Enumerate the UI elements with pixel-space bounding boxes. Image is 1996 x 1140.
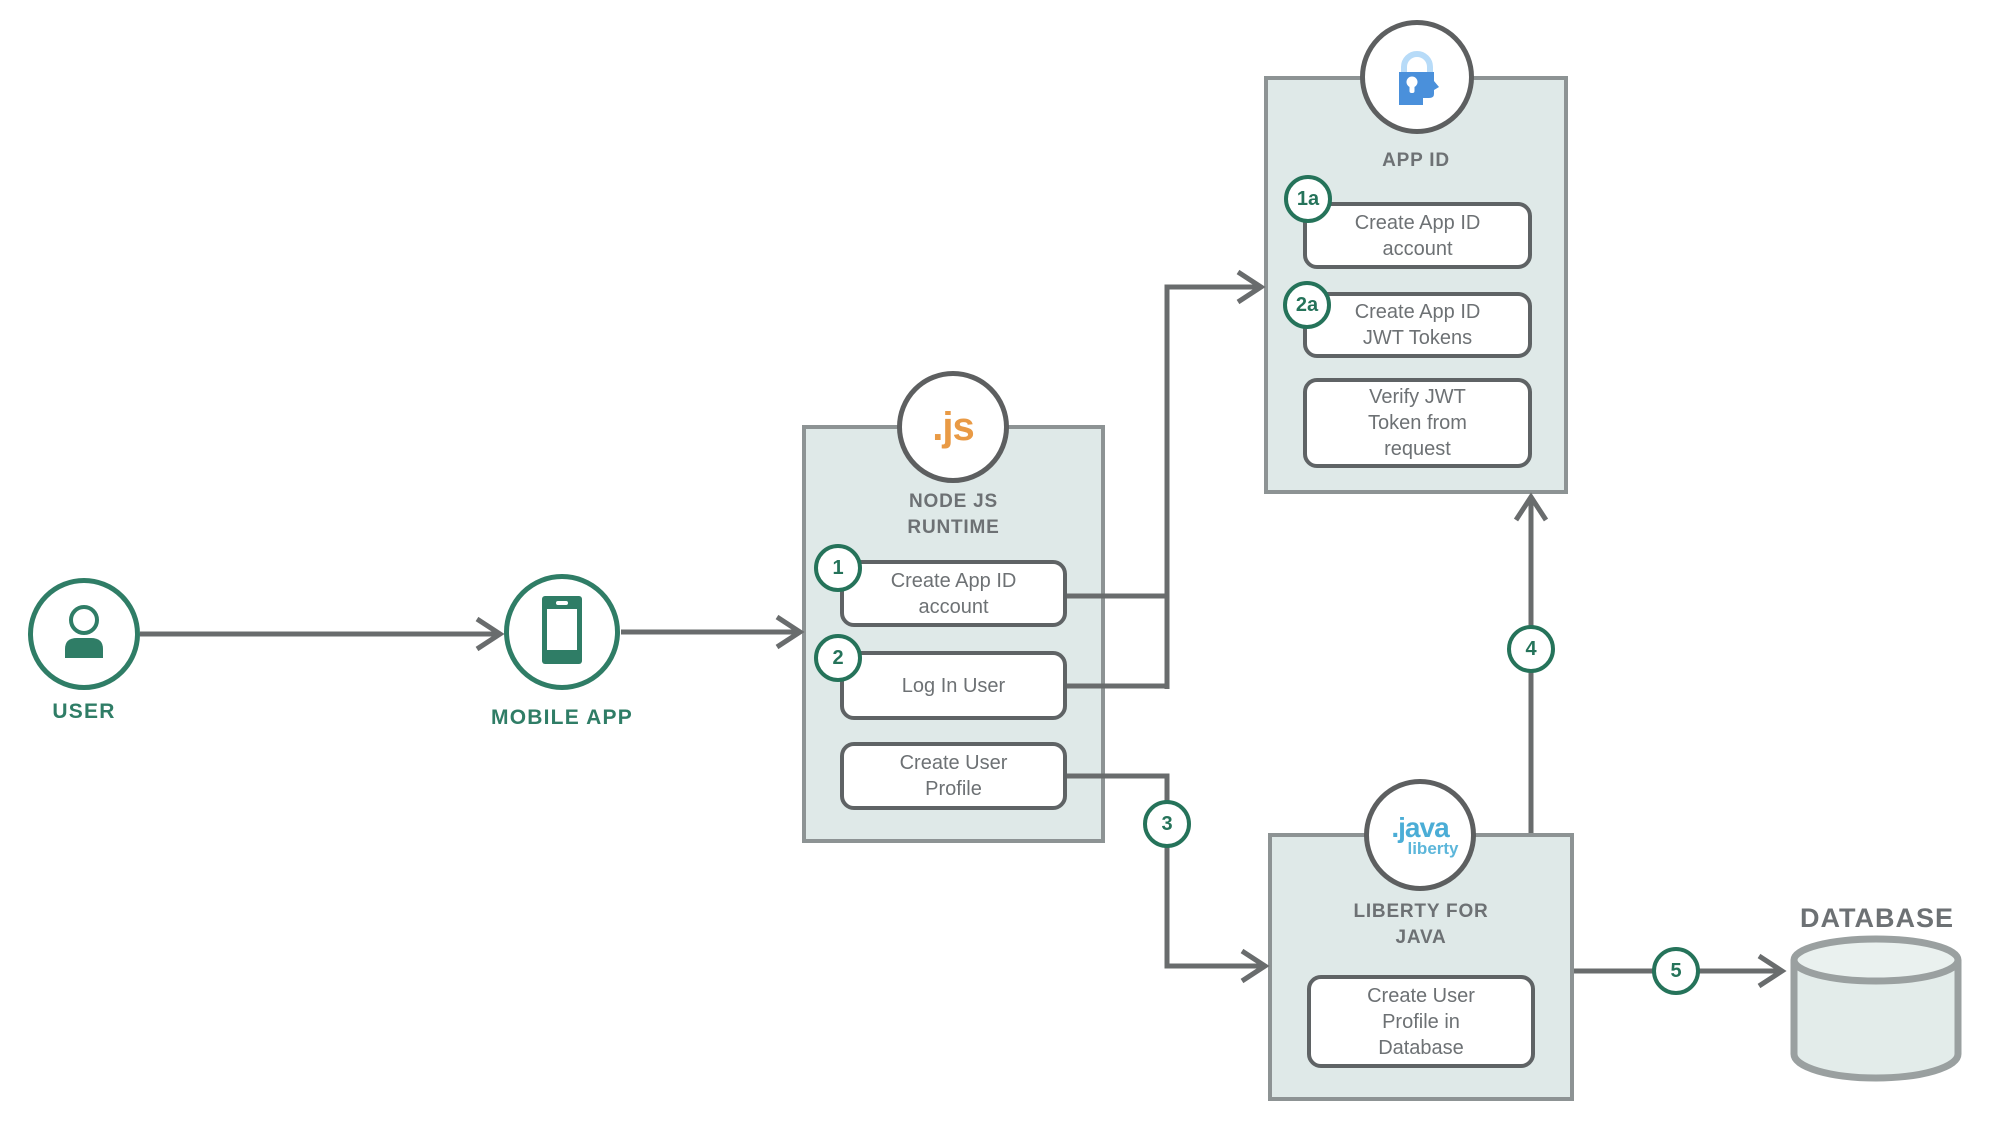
step-create-appid-account: Create App ID account — [840, 560, 1067, 627]
flow-badge-4: 4 — [1507, 625, 1555, 673]
arrowhead-into-appid-bottom — [1513, 492, 1549, 522]
mobile-app-label: MOBILE APP — [491, 706, 633, 729]
user-label: USER — [52, 700, 116, 723]
step-log-in-user: Log In User — [840, 651, 1067, 720]
person-icon — [48, 596, 120, 673]
arrowhead-into-appid-left — [1236, 269, 1266, 305]
appid-logo-circle — [1360, 20, 1474, 134]
flow-badge-3: 3 — [1143, 800, 1191, 848]
step-badge-1a: 1a — [1284, 175, 1332, 223]
step-verify-jwt-token: Verify JWT Token from request — [1303, 378, 1532, 468]
app-id-title: APP ID — [1382, 150, 1450, 171]
step-appid-jwt-tokens: Create App ID JWT Tokens — [1303, 292, 1532, 358]
appid-lock-head-icon — [1385, 43, 1449, 112]
step-create-user-profile: Create User Profile — [840, 742, 1067, 810]
arrowhead-into-liberty — [1240, 948, 1270, 984]
wire-merge-to-appid — [1164, 284, 1260, 689]
user-node — [28, 578, 140, 690]
step-badge-2: 2 — [814, 634, 862, 682]
arrowhead-into-nodejs — [775, 614, 805, 650]
step-appid-create-account: Create App ID account — [1303, 202, 1532, 269]
java-liberty-logo-main: .java — [1391, 811, 1449, 843]
smartphone-icon — [541, 595, 583, 670]
step-badge-2a: 2a — [1283, 281, 1331, 329]
java-liberty-logo-sub: liberty — [1407, 838, 1459, 858]
step-create-profile-db: Create User Profile in Database — [1307, 975, 1535, 1068]
arrowhead-into-database — [1757, 953, 1787, 989]
step-badge-1: 1 — [814, 544, 862, 592]
nodejs-runtime-title: NODE JS RUNTIME — [907, 491, 1000, 538]
nodejs-js-logo: .js — [932, 404, 974, 449]
java-liberty-logo: .java liberty — [1381, 811, 1459, 858]
flow-badge-5: 5 — [1652, 947, 1700, 995]
wire-step3-to-liberty — [1067, 773, 1264, 969]
liberty-title: LIBERTY FOR JAVA — [1353, 901, 1489, 948]
nodejs-logo-circle: .js — [897, 371, 1009, 483]
arrowhead-into-mobile — [475, 616, 505, 652]
database-cylinder-icon — [1788, 932, 1964, 1089]
liberty-logo-circle: .java liberty — [1364, 779, 1476, 891]
database-label: DATABASE — [1800, 903, 1954, 933]
mobile-app-node — [504, 574, 620, 690]
